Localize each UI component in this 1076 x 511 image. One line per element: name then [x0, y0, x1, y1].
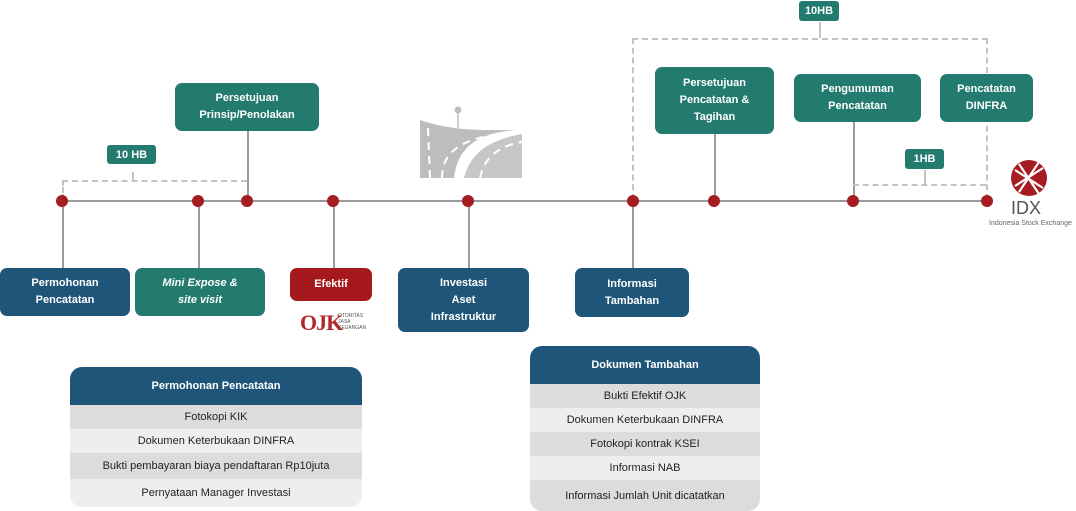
ojk-logo-caption: OTORITAS JASA KEUANGAN — [338, 313, 367, 331]
timeline-dot — [708, 195, 720, 207]
bracket-10hb-left — [62, 180, 247, 182]
connector-mini-expose — [198, 200, 200, 268]
bracket-1hb-tick — [924, 170, 926, 184]
step-pencatatan-dinfra: Pencatatan DINFRA — [940, 74, 1033, 122]
table-title: Permohonan Pencatatan — [70, 367, 362, 405]
duration-badge-top: 10HB — [799, 1, 839, 21]
connector-informasi — [632, 200, 634, 268]
table-row: Dokumen Keterbukaan DINFRA — [530, 408, 760, 432]
timeline-dot — [327, 195, 339, 207]
table-row: Bukti Efektif OJK — [530, 384, 760, 408]
bracket-10hb-left-tick — [132, 172, 134, 180]
table-row: Bukti pembayaran biaya pendaftaran Rp10j… — [70, 453, 362, 479]
timeline-dot — [192, 195, 204, 207]
idx-logo-text: IDX — [1011, 198, 1042, 218]
road-icon — [420, 106, 523, 179]
connector-permohonan — [62, 200, 64, 268]
connector-persetujuan-pencatatan — [714, 134, 716, 201]
bracket-10hb-top — [632, 38, 988, 40]
idx-logo-caption: Indonesia Stock Exchange — [989, 220, 1072, 227]
table-row: Pernyataan Manager Investasi — [70, 479, 362, 507]
connector-pengumuman — [853, 122, 855, 201]
table-dokumen-tambahan: Dokumen Tambahan Bukti Efektif OJK Dokum… — [530, 346, 760, 511]
connector-investasi — [468, 200, 470, 268]
duration-badge-left: 10 HB — [107, 145, 156, 164]
table-row: Informasi NAB — [530, 456, 760, 480]
step-persetujuan-pencatatan: Persetujuan Pencatatan & Tagihan — [655, 67, 774, 134]
bracket-1hb — [853, 184, 986, 186]
step-mini-expose: Mini Expose & site visit — [135, 268, 265, 316]
idx-logo-mark — [1011, 160, 1047, 196]
step-efektif: Efektif — [290, 268, 372, 301]
table-row: Fotokopi kontrak KSEI — [530, 432, 760, 456]
table-title: Dokumen Tambahan — [530, 346, 760, 384]
bracket-10hb-top-tick — [819, 22, 821, 38]
timeline-line — [62, 200, 988, 202]
table-row: Fotokopi KIK — [70, 405, 362, 429]
connector-persetujuan-prinsip — [247, 131, 249, 201]
timeline-dot — [241, 195, 253, 207]
timeline-dot — [981, 195, 993, 207]
timeline-dot — [56, 195, 68, 207]
connector-efektif — [333, 200, 335, 268]
timeline-dot — [847, 195, 859, 207]
step-persetujuan-prinsip: Persetujuan Prinsip/Penolakan — [175, 83, 319, 131]
duration-badge-right: 1HB — [905, 149, 944, 169]
ojk-logo-mark: OJK — [300, 310, 343, 335]
step-pengumuman-pencatatan: Pengumuman Pencatatan — [794, 74, 921, 122]
step-permohonan-pencatatan: Permohonan Pencatatan — [0, 268, 130, 316]
bracket-10hb-top-left — [632, 38, 634, 200]
table-permohonan-pencatatan: Permohonan Pencatatan Fotokopi KIK Dokum… — [70, 367, 362, 507]
timeline-dot — [627, 195, 639, 207]
table-row: Informasi Jumlah Unit dicatatkan — [530, 480, 760, 511]
idx-logo: IDX Indonesia Stock Exchange — [985, 156, 1075, 232]
ojk-logo: OJK OTORITAS JASA KEUANGAN — [300, 308, 372, 336]
table-row: Dokumen Keterbukaan DINFRA — [70, 429, 362, 453]
timeline-dot — [462, 195, 474, 207]
step-informasi-tambahan: Informasi Tambahan — [575, 268, 689, 317]
bracket-10hb-left-end — [62, 180, 64, 200]
step-investasi-aset: Investasi Aset Infrastruktur — [398, 268, 529, 332]
